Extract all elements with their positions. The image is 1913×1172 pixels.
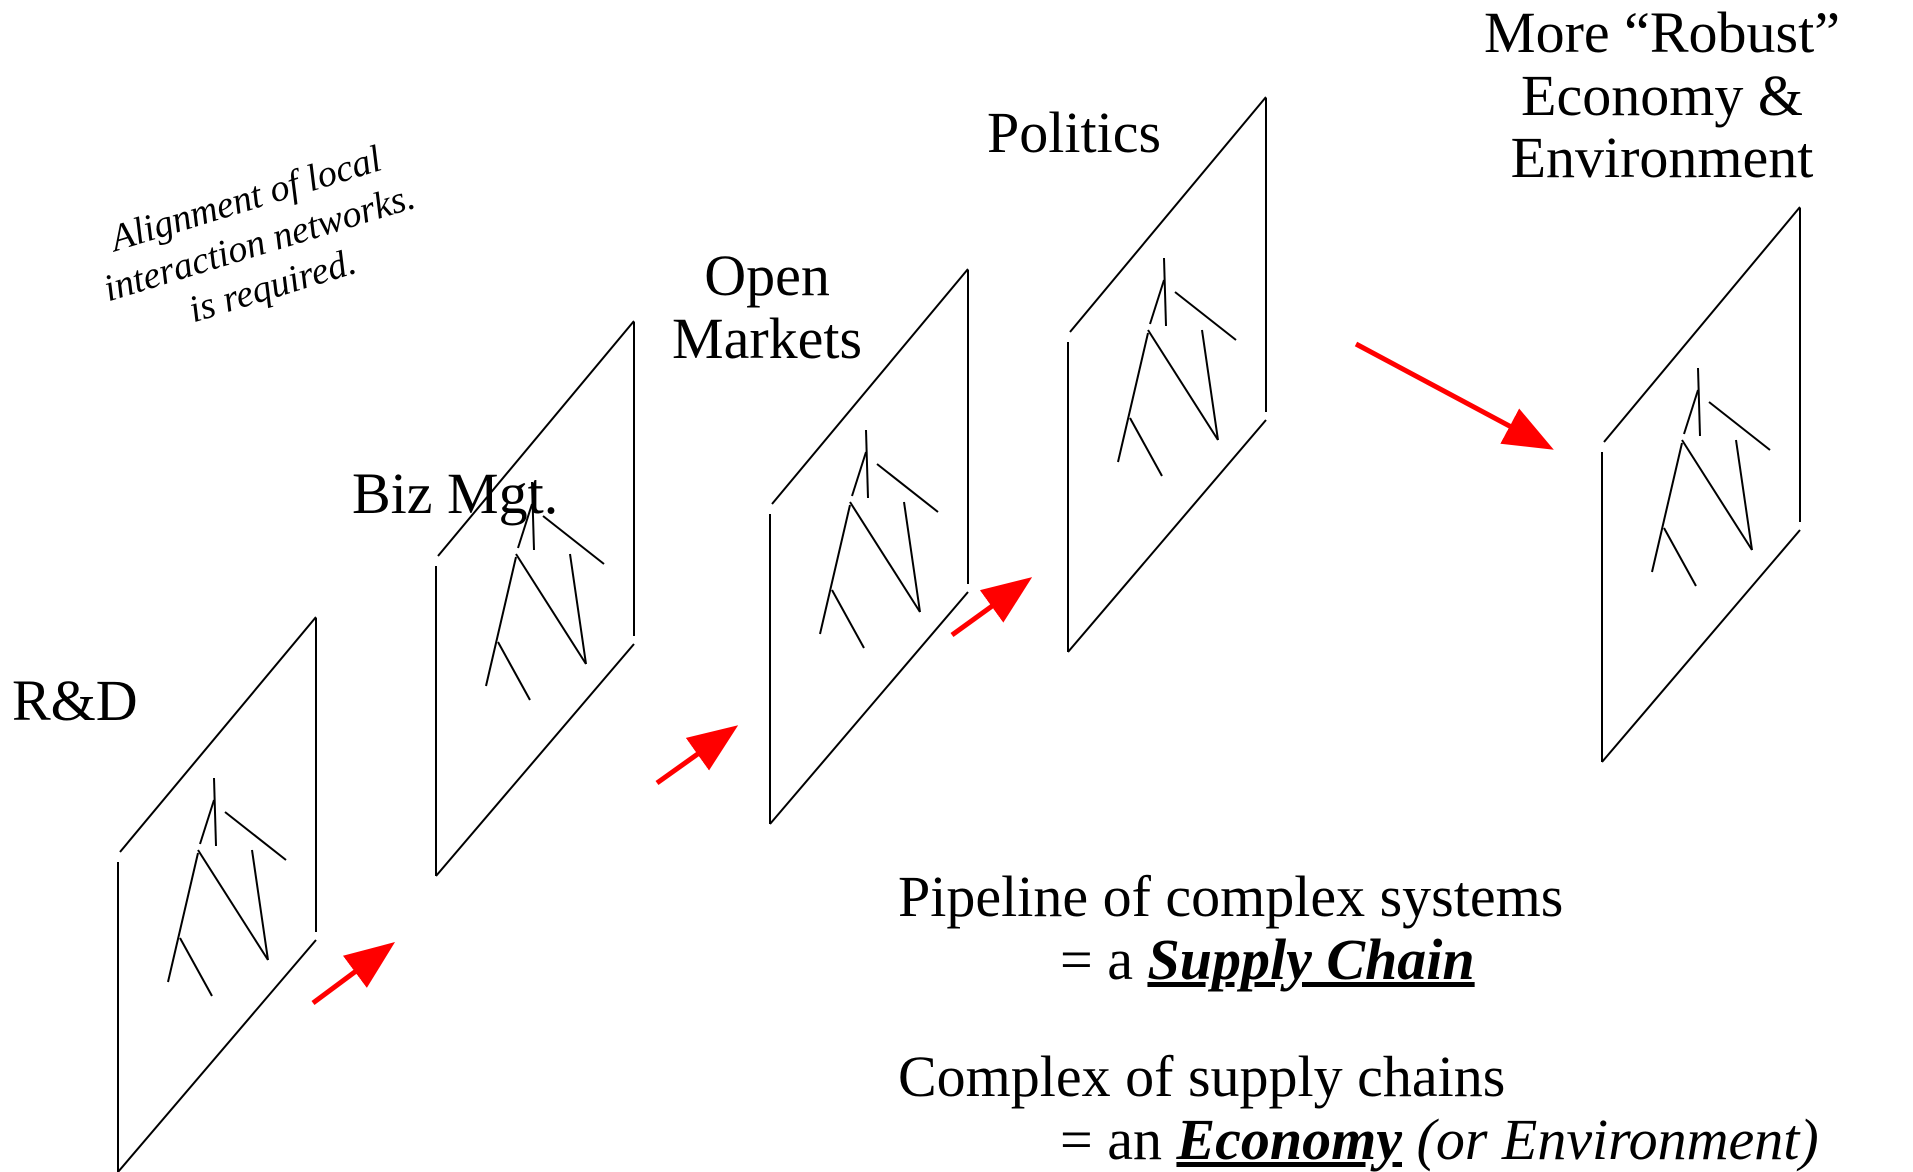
panel-biz-mgt: [435, 320, 635, 877]
summary-line3: Complex of supply chains: [898, 1044, 1506, 1109]
panel-frame: [769, 268, 969, 825]
label-robust-economy: More “Robust” Economy & Environment: [1484, 0, 1840, 191]
summary-line4-suffix: (or Environment): [1402, 1106, 1819, 1172]
supply-chain-term: Supply Chain: [1147, 926, 1475, 992]
network-tree: [485, 481, 605, 701]
label-robust-economy-line1: More “Robust”: [1484, 0, 1840, 65]
panel-politics: [1067, 96, 1267, 653]
network-tree: [819, 429, 939, 649]
panel-frame: [1067, 96, 1267, 653]
flow-arrow-3: [950, 577, 1033, 638]
label-biz-mgt-text: Biz Mgt.: [352, 461, 559, 526]
flow-arrow-1: [311, 942, 396, 1006]
panel-frame: [435, 320, 635, 877]
summary-line1: Pipeline of complex systems: [898, 864, 1564, 929]
label-rd-text: R&D: [12, 668, 138, 733]
label-biz-mgt: Biz Mgt.: [352, 461, 559, 526]
panel-frame: [117, 616, 317, 1172]
summary-supply-chain: Pipeline of complex systems = a Supply C…: [898, 864, 1564, 992]
label-politics-text: Politics: [987, 100, 1162, 165]
summary-line4-prefix: = an: [1060, 1106, 1177, 1172]
network-tree: [167, 777, 287, 997]
economy-term: Economy: [1176, 1106, 1402, 1172]
flow-arrow-2: [655, 725, 739, 786]
flow-arrow-4: [1354, 341, 1554, 450]
label-robust-economy-line2: Economy &: [1521, 62, 1803, 128]
summary-economy: Complex of supply chains = an Economy (o…: [898, 1044, 1819, 1172]
label-open-markets: Open Markets: [672, 243, 863, 371]
panel-rd: [117, 616, 317, 1172]
label-politics: Politics: [987, 100, 1162, 165]
network-tree: [1651, 367, 1771, 587]
label-rd: R&D: [12, 668, 138, 733]
panel-open-markets: [769, 268, 969, 825]
summary-line2: = a Supply Chain: [898, 926, 1563, 992]
panel-frame: [1601, 206, 1801, 763]
panel-robust-economy: [1601, 206, 1801, 763]
label-robust-economy-line3: Environment: [1510, 125, 1814, 191]
label-open-markets-line2: Markets: [672, 305, 863, 371]
summary-line4: = an Economy (or Environment): [898, 1106, 1819, 1172]
network-tree: [1117, 257, 1237, 477]
summary-line2-prefix: = a: [1060, 926, 1148, 992]
label-open-markets-line1: Open: [704, 243, 830, 308]
